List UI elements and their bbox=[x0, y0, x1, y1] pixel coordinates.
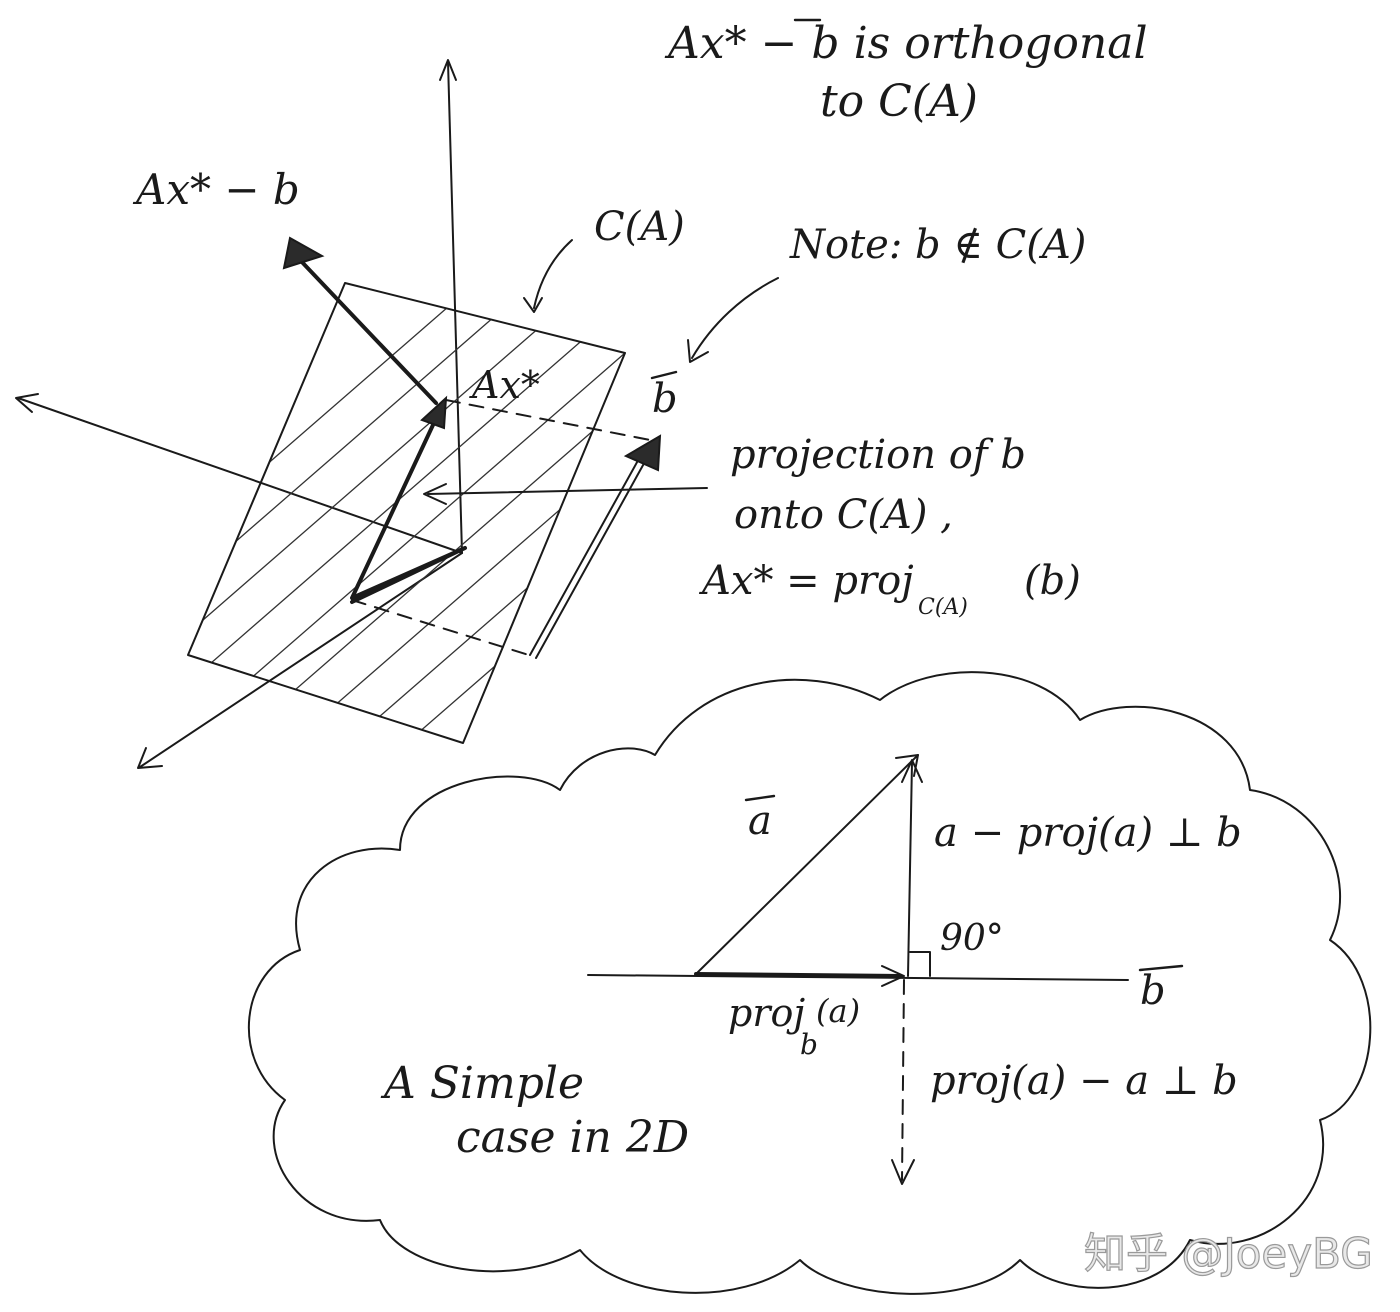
note-pointer-arrow bbox=[691, 277, 779, 359]
ax-star-vector bbox=[350, 395, 467, 604]
projection-pointer-head bbox=[423, 483, 447, 505]
projection-pointer-arrow bbox=[427, 487, 708, 495]
cloud-proj-label: proj bbox=[728, 991, 805, 1035]
b-vector-line-b bbox=[535, 457, 648, 659]
watermark-text: 知乎 @JoeyBG bbox=[1084, 1229, 1373, 1278]
cloud-perp-up-vector bbox=[907, 761, 913, 977]
residual-vector bbox=[282, 236, 438, 405]
y-axis bbox=[17, 397, 463, 554]
cloud-angle-label: 90° bbox=[940, 918, 1004, 959]
projection-label-line-3: Ax* = proj bbox=[698, 558, 914, 604]
x-axis-arrowhead bbox=[137, 747, 163, 769]
cloud-outline bbox=[247, 671, 1372, 1295]
projection-label-line-1: projection of b bbox=[730, 432, 1026, 478]
ax-star-arrowhead bbox=[420, 395, 448, 430]
cloud-a-label: a bbox=[748, 798, 772, 844]
cloud-perp-up-label: a − proj(a) ⊥ b bbox=[934, 810, 1242, 856]
b-label-vec-arrow bbox=[650, 370, 678, 380]
column-space-plane bbox=[187, 282, 626, 744]
cloud-b-vec-arrow bbox=[1138, 964, 1184, 972]
b-vector bbox=[529, 434, 662, 659]
cloud-proj-vector bbox=[694, 972, 902, 978]
y-axis-arrowhead bbox=[15, 393, 39, 413]
cloud-perp-down-label: proj(a) − a ⊥ b bbox=[930, 1058, 1238, 1104]
cloud-perp-down-arrowhead bbox=[891, 1159, 915, 1185]
projection-label-subscript: C(A) bbox=[918, 595, 968, 620]
c-a-pointer-arrow bbox=[533, 239, 573, 309]
cloud-a-vector bbox=[695, 754, 919, 975]
residual-arrowhead bbox=[282, 236, 325, 270]
z-axis bbox=[447, 61, 463, 554]
c-a-pointer-head bbox=[523, 297, 543, 313]
cloud-proj-arrowhead bbox=[881, 965, 905, 987]
dashed-connector-bottom bbox=[351, 599, 533, 657]
note-pointer-head bbox=[687, 339, 709, 363]
z-axis-arrowhead bbox=[439, 59, 457, 81]
title-line-2: to C(A) bbox=[820, 76, 978, 127]
cloud-perp-down-vector bbox=[901, 979, 905, 1181]
cloud-b-axis-label: b bbox=[1140, 968, 1166, 1014]
cloud-proj-subscript: b bbox=[800, 1028, 818, 1061]
right-angle-marker bbox=[909, 951, 931, 977]
cloud-caption-line-2: case in 2D bbox=[456, 1112, 689, 1163]
title-line-1: Ax* − b is orthogonal bbox=[664, 18, 1148, 69]
ax-star-label: Ax* bbox=[469, 363, 540, 407]
projection-label-argument: (b) bbox=[1024, 558, 1081, 604]
cloud-perp-up-arrowhead bbox=[901, 759, 923, 783]
coordinate-axes bbox=[15, 59, 463, 769]
ax-star-path bbox=[350, 408, 467, 604]
b-vector-label: b bbox=[652, 376, 678, 422]
dashed-connector-top bbox=[445, 399, 651, 441]
note-label: Note: b ∉ C(A) bbox=[789, 222, 1086, 268]
projection-label-line-2: onto C(A) , bbox=[734, 492, 953, 538]
b-vector-arrowhead bbox=[623, 434, 662, 472]
column-space-label: C(A) bbox=[594, 204, 685, 250]
residual-label: Ax* − b bbox=[132, 165, 300, 214]
plane-outline bbox=[187, 282, 626, 744]
b-vector-line-a bbox=[529, 454, 642, 656]
plane-hatching bbox=[188, 283, 625, 743]
cloud-proj-argument: (a) bbox=[816, 992, 860, 1030]
cloud-caption-line-1: A Simple bbox=[380, 1058, 584, 1109]
residual-line bbox=[298, 258, 438, 405]
x-axis bbox=[139, 552, 463, 768]
cloud-a-vec-arrow bbox=[744, 794, 776, 802]
